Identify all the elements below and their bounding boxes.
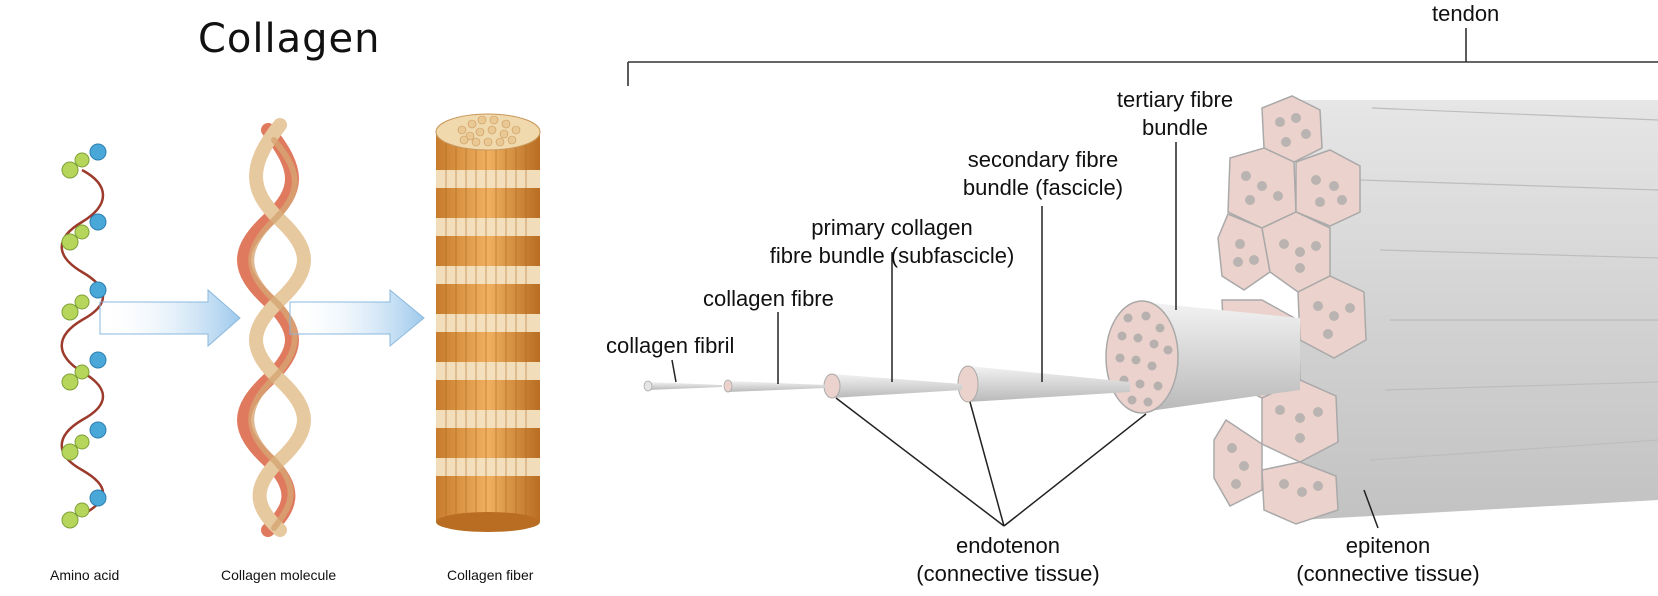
label-endotenon-line2: (connective tissue): [916, 561, 1100, 586]
label-endotenon: endotenon (connective tissue): [888, 532, 1128, 588]
label-tertiary-line2: bundle: [1141, 115, 1209, 140]
label-secondary-bundle: secondary fibre bundle (fascicle): [940, 146, 1146, 202]
label-tertiary-bundle: tertiary fibre bundle: [1096, 86, 1254, 142]
amino-acid-chain: [60, 143, 107, 529]
secondary-fibre-bundle: [957, 365, 1130, 403]
label-primary-line1: primary collagen: [811, 215, 973, 240]
label-primary-line2: fibre bundle (subfascicle): [769, 243, 1015, 268]
arrow-2: [289, 288, 425, 348]
caption-amino-acid: Amino acid: [50, 567, 120, 583]
tendon-bundle: [1213, 95, 1658, 525]
collagen-title: Collagen: [198, 16, 381, 62]
label-endotenon-line1: endotenon: [956, 533, 1060, 558]
label-primary-bundle: primary collagen fibre bundle (subfascic…: [752, 214, 1032, 270]
tendon-bracket: [627, 28, 1658, 86]
caption-collagen-molecule: Collagen molecule: [221, 567, 337, 583]
label-secondary-line1: secondary fibre: [967, 147, 1119, 172]
primary-fibre-bundle: [823, 373, 962, 399]
label-tertiary-line1: tertiary fibre: [1116, 87, 1234, 112]
collagen-molecule: [237, 118, 311, 537]
collagen-fibril-shape: [643, 380, 722, 392]
collagen-fiber: [435, 113, 541, 532]
label-secondary-line2: bundle (fascicle): [962, 175, 1124, 200]
tertiary-fibre-bundle: [1105, 300, 1300, 414]
label-collagen-fibre: collagen fibre: [703, 286, 834, 311]
collagen-fibre-shape: [723, 379, 826, 393]
label-epitenon-line2: (connective tissue): [1296, 561, 1480, 586]
label-epitenon: epitenon (connective tissue): [1268, 532, 1508, 588]
leader-lines: [671, 142, 1379, 529]
label-tendon: tendon: [1432, 1, 1500, 26]
arrow-1: [99, 288, 241, 348]
caption-collagen-fiber: Collagen fiber: [447, 567, 534, 583]
label-epitenon-line1: epitenon: [1345, 533, 1431, 558]
label-collagen-fibril: collagen fibril: [606, 333, 735, 358]
